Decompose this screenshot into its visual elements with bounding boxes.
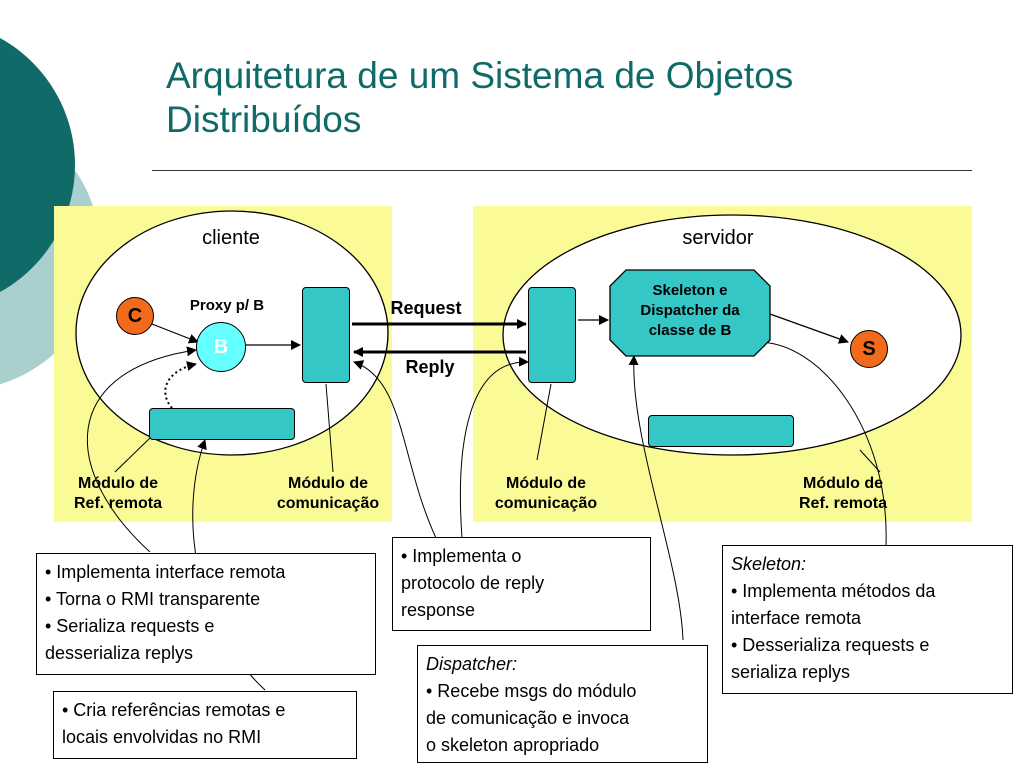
arrow-c-to-b — [151, 323, 199, 344]
pointer-server-comm — [536, 383, 552, 461]
curve-dispatcher-note — [628, 355, 684, 641]
proxy-object-b-label: B — [213, 335, 229, 358]
note-dispatcher: Dispatcher: • Recebe msgs do módulo de c… — [417, 645, 708, 763]
server-ref-module — [648, 415, 794, 447]
curve-comm-note-client — [353, 360, 437, 539]
server-object-s-label: S — [862, 337, 876, 360]
server-object-s: S — [850, 330, 888, 368]
proxy-label: Proxy p/ B — [189, 297, 265, 314]
arrow-ref-to-b — [164, 361, 197, 409]
reply-label: Reply — [405, 357, 455, 377]
note-comm-module: • Implementa o protocolo de reply respon… — [392, 537, 651, 631]
skeleton-dispatcher-shape — [609, 269, 771, 357]
proxy-object-b: B — [196, 322, 246, 372]
curve-skeleton-note — [755, 336, 887, 546]
title-divider — [152, 170, 972, 171]
arrow-skeleton-to-s — [769, 313, 849, 344]
client-object-c-label: C — [127, 304, 143, 327]
curve-proxy-note — [87, 346, 197, 553]
client-label: cliente — [202, 227, 260, 249]
client-comm-module — [302, 287, 350, 383]
curve-comm-note-server — [459, 356, 529, 539]
client-object-c: C — [116, 297, 154, 335]
pointer-client-ref — [114, 437, 151, 473]
client-ref-module-label: Módulo de Ref. remota — [73, 475, 163, 512]
request-label: Request — [390, 298, 462, 318]
note-skeleton: Skeleton: • Implementa métodos da interf… — [722, 545, 1013, 694]
pointer-server-ref — [859, 449, 881, 473]
client-ref-module — [149, 408, 295, 440]
skeleton-dispatcher-label: Skeleton e Dispatcher da classe de B — [640, 282, 740, 339]
client-comm-module-label: Módulo de comunicação — [276, 475, 380, 512]
page-title: Arquitetura de um Sistema de Objetos Dis… — [166, 55, 794, 140]
note-ref-module: • Cria referências remotas e locais envo… — [53, 691, 357, 759]
server-comm-module-label: Módulo de comunicação — [494, 475, 598, 512]
server-comm-module — [528, 287, 576, 383]
note-proxy: • Implementa interface remota • Torna o … — [36, 553, 376, 675]
server-ref-module-label: Módulo de Ref. remota — [798, 475, 888, 512]
pointer-client-comm — [325, 383, 334, 473]
server-label: servidor — [682, 227, 754, 249]
